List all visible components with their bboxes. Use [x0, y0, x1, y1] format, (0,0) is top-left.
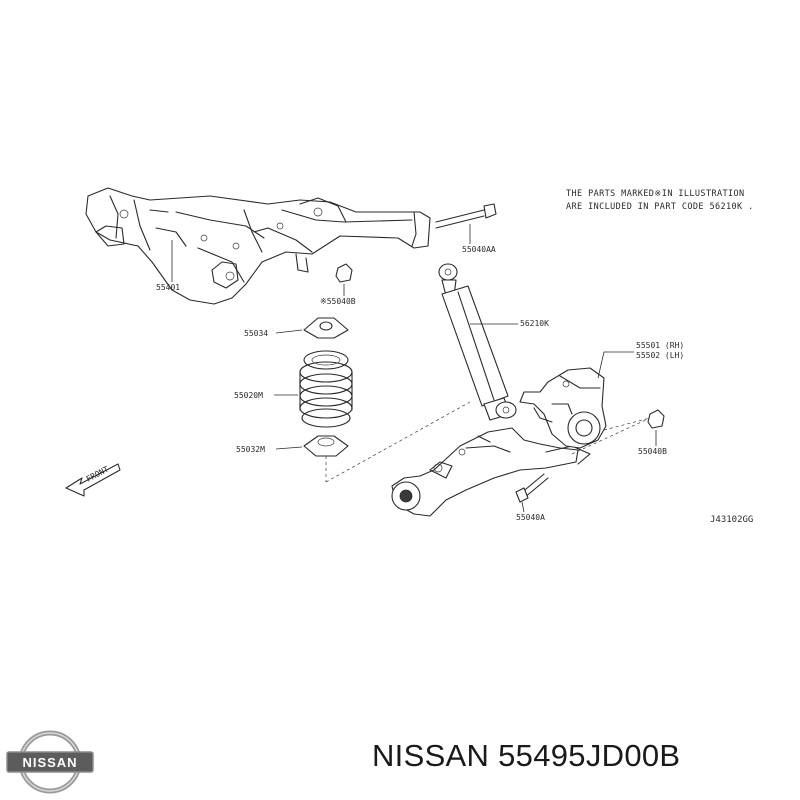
label-55401: 55401: [156, 283, 180, 292]
part-title: NISSAN 55495JD00B: [372, 738, 681, 773]
shock-absorber-56210K: [438, 263, 517, 421]
label-55040B: 55040B: [638, 447, 667, 456]
nut-55040B-marked: [335, 263, 353, 283]
label-56210K: 56210K: [520, 319, 549, 328]
front-direction-arrow-icon: [65, 463, 121, 497]
nissan-logo: NISSAN: [6, 730, 94, 794]
label-55020M: 55020M: [234, 391, 263, 400]
bolt-55040AA: [435, 203, 497, 229]
nut-55040B: [647, 409, 665, 429]
svg-text:NISSAN: NISSAN: [22, 755, 77, 770]
spring-seat-lower-55032M: [303, 435, 349, 457]
diagram-note-line-2: ARE INCLUDED IN PART CODE 56210K .: [566, 202, 754, 212]
bolt-55040A: [515, 473, 549, 503]
spring-seat-upper-55034: [303, 317, 349, 339]
label-55040A: 55040A: [516, 513, 545, 522]
label-55040B-marked: ※55040B: [320, 297, 356, 306]
coil-spring-55020M: [299, 350, 353, 428]
label-front: FRONT: [85, 464, 111, 483]
lower-link-arm: [391, 427, 591, 517]
label-55502-lh: 55502 (LH): [636, 351, 684, 360]
label-55040AA: 55040AA: [462, 245, 496, 254]
label-55501-rh: 55501 (RH): [636, 341, 684, 350]
rear-axle-knuckle: [519, 367, 607, 449]
rear-suspension-member: [85, 187, 431, 305]
label-55032M: 55032M: [236, 445, 265, 454]
diagram-note-line-1: THE PARTS MARKED※IN ILLUSTRATION: [566, 189, 745, 199]
label-55034: 55034: [244, 329, 268, 338]
diagram-code: J43102GG: [710, 515, 753, 525]
